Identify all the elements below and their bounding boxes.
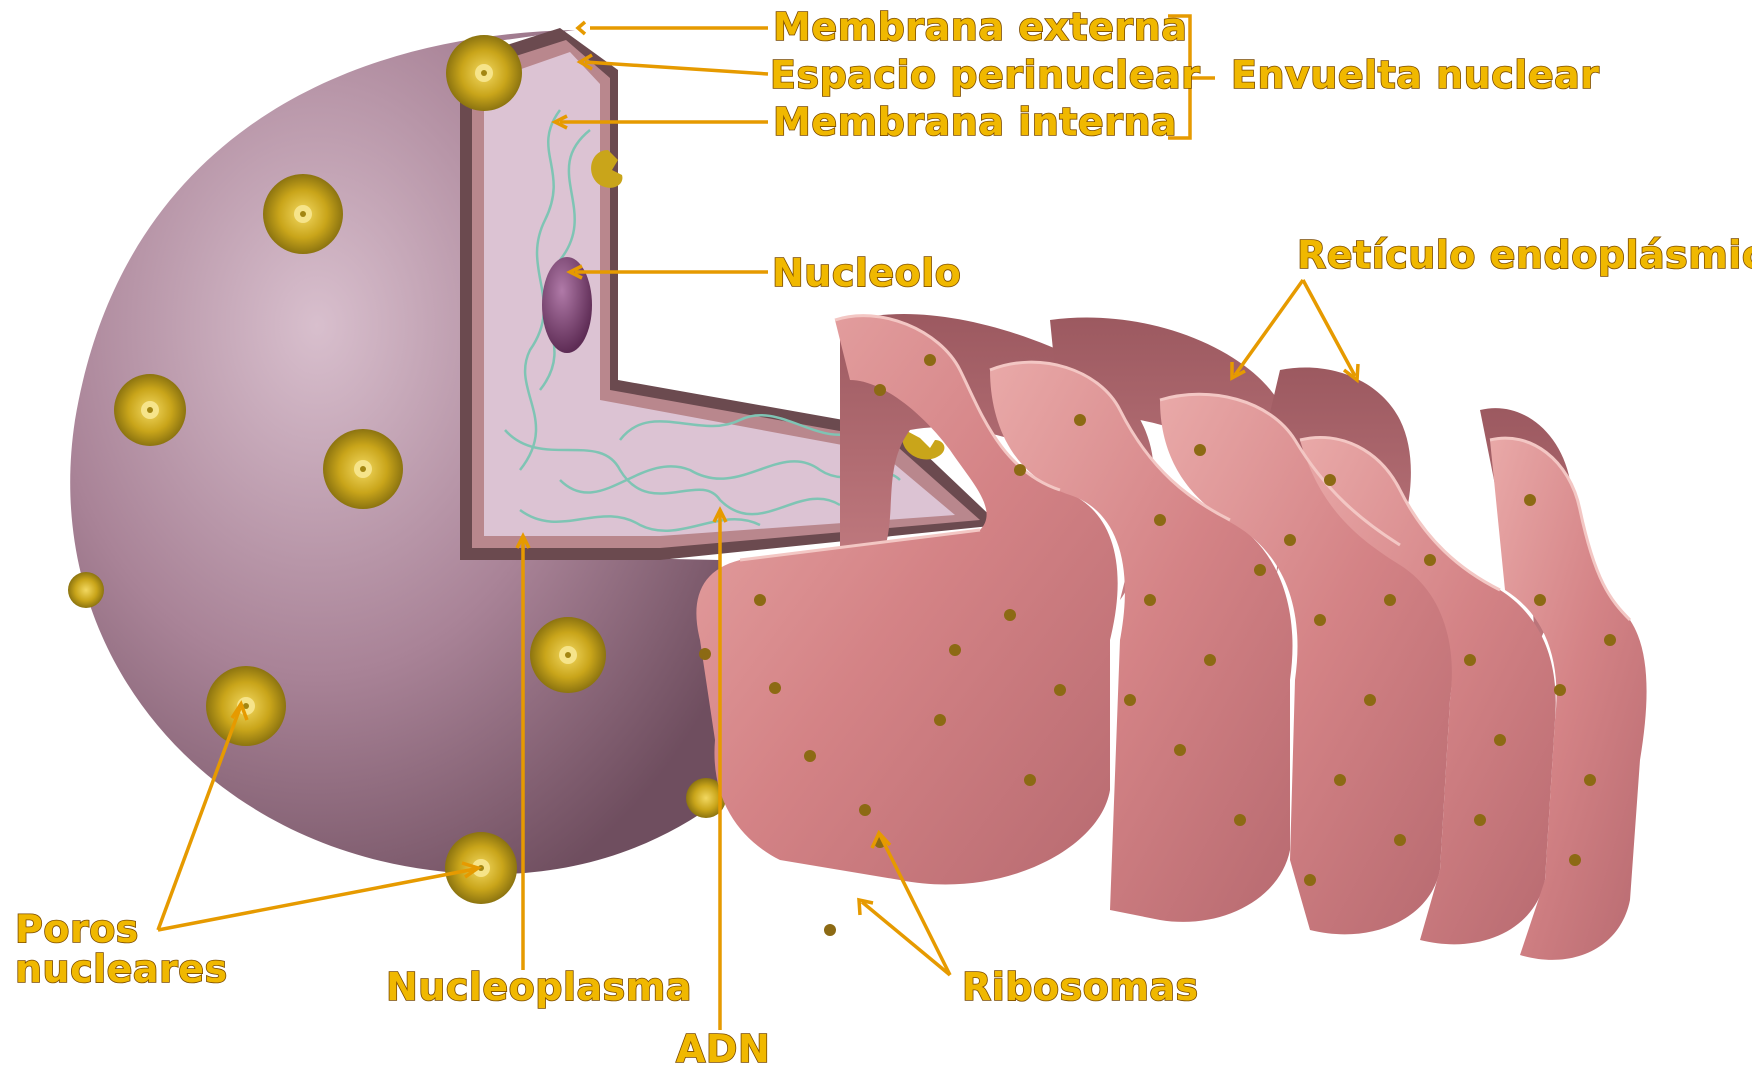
label-membrana-externa: Membrana externa [773,5,1187,49]
label-espacio-perinuclear: Espacio perinuclear [770,53,1200,97]
label-envuelta-nuclear: Envuelta nuclear [1231,53,1599,97]
label-reticulo-endoplasmico: Retículo endoplásmico [1297,233,1752,277]
label-nucleolo: Nucleolo [772,251,961,295]
label-ribosomas: Ribosomas [962,965,1199,1009]
label-nucleoplasma: Nucleoplasma [386,965,692,1009]
label-adn: ADN [676,1027,770,1069]
label-poros-line1: Poros [15,907,139,951]
label-membrana-interna: Membrana interna [773,100,1177,144]
label-poros-line2: nucleares [15,947,228,991]
endoplasmic-reticulum [696,314,1646,960]
